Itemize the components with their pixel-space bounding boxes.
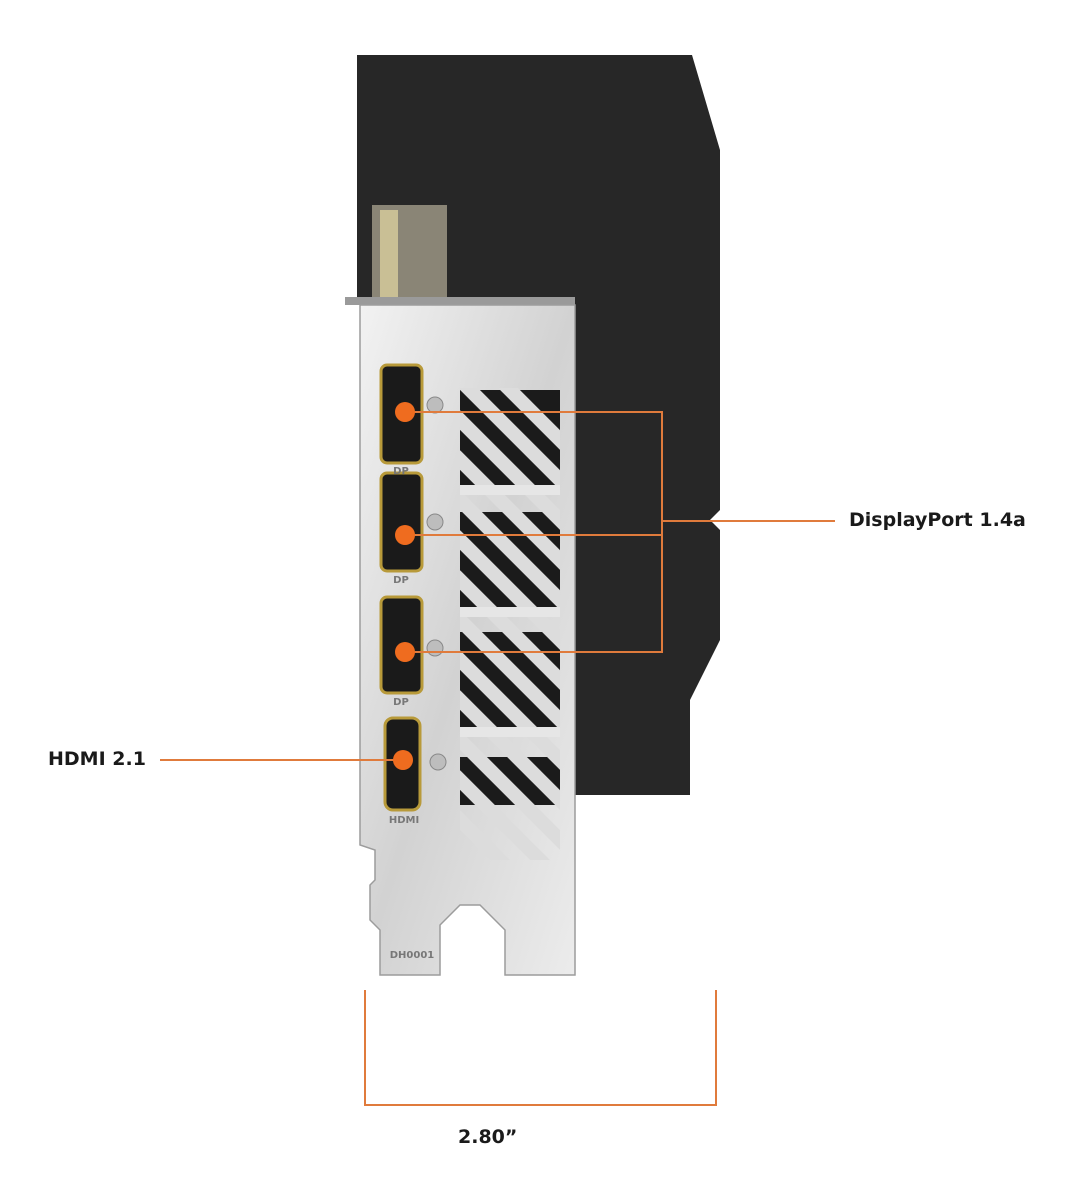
- port-label: DP: [393, 466, 409, 477]
- callout-dots: [393, 402, 415, 770]
- port-label: DP: [393, 575, 409, 586]
- port-label: DP: [393, 697, 409, 708]
- displayport-label: DisplayPort 1.4a: [849, 509, 1026, 531]
- dp-port-2: [379, 471, 424, 573]
- width-dimension-label: 2.80”: [458, 1126, 518, 1148]
- screws: [426, 396, 447, 771]
- port-label: HDMI: [389, 815, 419, 826]
- vent-slots: [460, 388, 560, 860]
- card-body: [357, 55, 720, 795]
- hdmi-label: HDMI 2.1: [48, 748, 146, 770]
- callout-lines: [160, 411, 835, 1106]
- bracket-stamp: DH0001: [390, 950, 435, 961]
